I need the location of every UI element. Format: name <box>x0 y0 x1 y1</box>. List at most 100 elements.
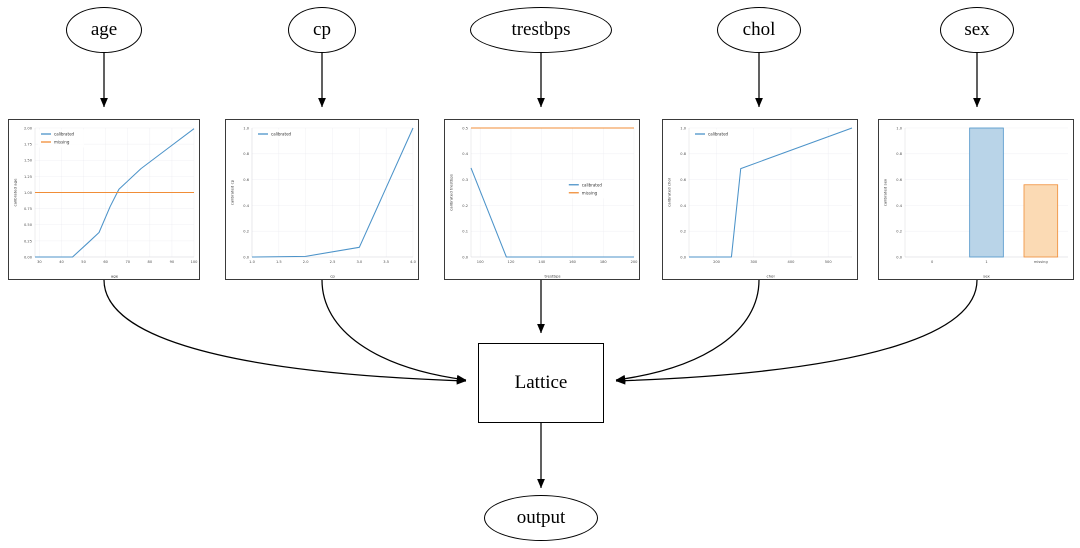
y-tick-label: 0.6 <box>896 178 902 182</box>
legend-label: calibrated <box>271 132 292 137</box>
legend-label: calibrated <box>54 132 75 137</box>
y-tick-label: 0.8 <box>243 152 249 156</box>
y-tick-label: 0.50 <box>24 223 33 227</box>
y-tick-label: 0.0 <box>462 255 468 259</box>
y-tick-label: 0.2 <box>462 204 468 208</box>
x-tick-label: 90 <box>170 260 175 264</box>
legend-label: calibrated <box>708 132 729 137</box>
y-axis-title: calibrated age <box>13 178 18 207</box>
series-calibrated <box>689 127 853 258</box>
x-tick-label: 2.5 <box>330 260 336 264</box>
node-age-label: age <box>90 19 118 40</box>
x-axis-title: sex <box>983 274 990 279</box>
x-axis-title: trestbps <box>545 274 561 279</box>
y-tick-label: 1.0 <box>680 126 686 130</box>
node-lattice[interactable]: Lattice <box>478 343 604 423</box>
node-cp-label: cp <box>313 19 331 40</box>
x-tick-label: 140 <box>538 260 546 264</box>
y-tick-label: 2.00 <box>24 126 33 130</box>
x-tick-label: 50 <box>81 260 86 264</box>
x-tick-label: 3.0 <box>356 260 362 264</box>
y-tick-label: 0.6 <box>243 178 249 182</box>
plot-panel-age[interactable]: 0.00 0.25 0.50 0.75 1.00 1.25 1.50 1.75 2.00 30 40… <box>8 119 200 280</box>
x-tick-label: 200 <box>713 260 721 264</box>
x-tick-label: 120 <box>508 260 516 264</box>
x-tick-label: 100 <box>477 260 485 264</box>
bar-1 <box>969 127 1004 258</box>
x-tick-label: 100 <box>191 260 199 264</box>
legend-label: calibrated <box>582 182 603 187</box>
y-tick-label: 1.00 <box>24 191 33 195</box>
legend: calibrated <box>255 129 301 140</box>
x-tick-label: missing <box>1034 260 1048 264</box>
node-sex[interactable]: sex <box>940 7 1014 53</box>
y-axis-title: calibrated trestbps <box>449 174 454 211</box>
bar-missing <box>1023 184 1059 258</box>
x-tick-label: 200 <box>631 260 639 264</box>
y-tick-label: 0.2 <box>896 230 902 234</box>
x-tick-label: 40 <box>59 260 64 264</box>
y-tick-label: 0.75 <box>24 207 32 211</box>
x-tick-label: 0 <box>931 260 934 264</box>
y-tick-label: 0.1 <box>462 230 468 234</box>
y-tick-label: 0.8 <box>680 152 686 156</box>
y-tick-label: 0.0 <box>680 255 686 259</box>
y-tick-label: 0.2 <box>243 230 249 234</box>
series-calibrated <box>470 167 634 258</box>
x-tick-label: 4.0 <box>410 260 416 264</box>
y-tick-label: 0.25 <box>24 239 32 243</box>
node-age[interactable]: age <box>66 7 142 53</box>
x-tick-label: 80 <box>148 260 153 264</box>
y-tick-label: 0.6 <box>680 178 686 182</box>
node-output[interactable]: output <box>484 495 598 541</box>
x-axis-title: chol <box>766 274 774 279</box>
y-tick-label: 1.0 <box>896 126 902 130</box>
x-tick-label: 30 <box>37 260 42 264</box>
node-cp[interactable]: cp <box>288 7 356 53</box>
node-chol[interactable]: chol <box>717 7 801 53</box>
node-trestbps-label: trestbps <box>511 19 571 40</box>
node-sex-label: sex <box>964 19 990 40</box>
y-tick-label: 1.25 <box>24 175 32 179</box>
y-tick-label: 1.75 <box>24 143 32 147</box>
x-tick-label: 1.5 <box>276 260 282 264</box>
x-tick-label: 300 <box>750 260 758 264</box>
x-tick-label: 60 <box>103 260 108 264</box>
node-trestbps[interactable]: trestbps <box>470 7 612 53</box>
series-calibrated <box>35 128 195 258</box>
x-tick-label: 500 <box>825 260 833 264</box>
y-axis-title: calibrated sex <box>883 178 888 206</box>
y-tick-label: 1.0 <box>243 126 249 130</box>
y-tick-label: 0.00 <box>24 255 33 259</box>
y-tick-label: 0.3 <box>462 178 468 182</box>
y-tick-label: 0.4 <box>896 204 902 208</box>
x-tick-label: 2.0 <box>303 260 309 264</box>
y-tick-label: 0.0 <box>896 255 902 259</box>
x-tick-label: 3.5 <box>383 260 389 264</box>
legend-label: missing <box>582 190 598 195</box>
y-axis-title: calibrated chol <box>667 178 672 207</box>
x-tick-label: 180 <box>600 260 608 264</box>
x-tick-label: 70 <box>125 260 130 264</box>
y-tick-label: 0.4 <box>462 152 468 156</box>
x-axis-title: age <box>111 274 119 279</box>
x-tick-label: 1 <box>985 260 987 264</box>
x-tick-label: 1.0 <box>249 260 255 264</box>
y-axis-title: calibrated cp <box>230 179 235 205</box>
node-chol-label: chol <box>742 19 776 40</box>
series-calibrated <box>251 127 414 258</box>
y-tick-label: 1.50 <box>24 159 33 163</box>
chart-age: 0.00 0.25 0.50 0.75 1.00 1.25 1.50 1.75 2.00 30 40… <box>13 126 199 279</box>
node-output-label: output <box>516 507 566 528</box>
legend: calibrated missing <box>565 180 612 199</box>
y-tick-label: 0.0 <box>243 255 249 259</box>
x-tick-label: 160 <box>569 260 577 264</box>
